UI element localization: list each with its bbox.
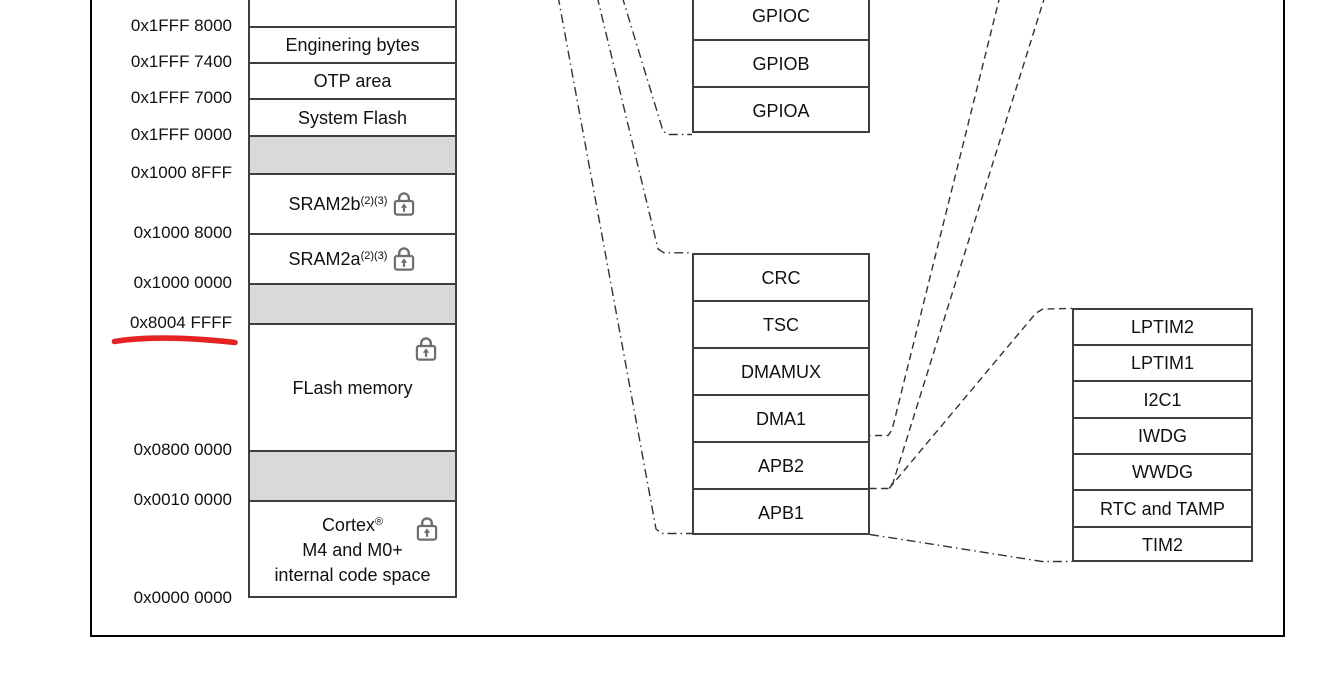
- memory-block-otp-area: OTP area: [250, 62, 455, 98]
- apb1-row-label: LPTIM1: [1130, 353, 1195, 373]
- memory-block-system-flash: System Flash: [250, 98, 455, 135]
- address-label: 0x0800 0000: [133, 440, 232, 459]
- ahb-row: CRC: [694, 255, 868, 300]
- gpio-row: GPIOA: [694, 86, 868, 133]
- apb1-row: LPTIM1: [1074, 344, 1251, 380]
- apb1-row-label: TIM2: [1141, 535, 1183, 555]
- apb1-row: TIM2: [1074, 526, 1251, 562]
- ahb-stack: CRC TSC DMAMUX DMA1 APB2 APB1: [692, 253, 870, 535]
- memory-block-label: OTP area: [313, 71, 392, 91]
- gpio-row: GPIOC: [694, 0, 868, 39]
- secure-lock-icon: [416, 517, 438, 541]
- memory-block-cortex-code-space: Cortex® M4 and M0+ internal code space: [250, 500, 455, 598]
- memory-block-flash-memory: FLash memory: [250, 323, 455, 450]
- apb1-row: RTC and TAMP: [1074, 489, 1251, 526]
- footnote-superscript: (2)(3): [360, 250, 388, 262]
- gpio-stack: GPIOC GPIOB GPIOA: [692, 0, 870, 133]
- apb1-peripheral-stack: LPTIM2 LPTIM1 I2C1 IWDG WWDG RTC and TAM…: [1072, 308, 1253, 562]
- address-label: 0x1000 0000: [133, 273, 232, 292]
- memory-block-reserved-2: [250, 283, 455, 323]
- gpio-row-label: GPIOA: [752, 100, 810, 121]
- registered-mark: ®: [374, 515, 384, 528]
- apb1-row-label: WWDG: [1132, 462, 1193, 482]
- ahb-row-label: APB1: [757, 502, 805, 523]
- memory-block-label: Enginering bytes: [285, 35, 420, 55]
- ahb-row-label: APB2: [757, 455, 805, 476]
- memory-block-label: SRAM2a(2)(3): [288, 249, 388, 269]
- address-label: 0x1000 8000: [133, 223, 232, 242]
- footnote-superscript: (2)(3): [360, 195, 388, 207]
- apb1-row: WWDG: [1074, 453, 1251, 489]
- address-label: 0x1000 8FFF: [130, 163, 232, 182]
- apb1-row-label: I2C1: [1143, 389, 1182, 410]
- ahb-row: DMA1: [694, 394, 868, 441]
- memory-block-label: internal code space: [274, 564, 431, 585]
- apb1-row: IWDG: [1074, 417, 1251, 453]
- memory-block-sram2b: SRAM2b(2)(3): [250, 173, 455, 233]
- address-label: 0x1FFF 7000: [130, 88, 232, 107]
- memory-block-reserved-3: [250, 450, 455, 500]
- ahb-row-label: DMA1: [755, 408, 806, 429]
- address-label: 0x0000 0000: [133, 588, 232, 607]
- memory-block-label: Cortex®: [321, 514, 384, 535]
- ahb-row-label: TSC: [763, 314, 799, 335]
- apb1-row-label: LPTIM2: [1130, 317, 1195, 337]
- gpio-row: GPIOB: [694, 39, 868, 86]
- figure-frame: [90, 0, 1285, 637]
- apb1-row: LPTIM2: [1074, 310, 1251, 344]
- memory-block-label: SRAM2b(2)(3): [288, 194, 388, 214]
- secure-lock-icon: [394, 246, 415, 271]
- memory-block-reserved-1: [250, 135, 455, 173]
- address-label: 0x1FFF 8000: [130, 16, 232, 35]
- memory-block-top-cropped: [250, 0, 455, 26]
- address-label: 0x1FFF 7400: [130, 52, 232, 71]
- memory-block-engineering-bytes: Enginering bytes: [250, 26, 455, 62]
- address-label: 0x1FFF 0000: [130, 125, 232, 144]
- ahb-row-label: CRC: [761, 267, 801, 288]
- ahb-row: APB1: [694, 488, 868, 535]
- apb1-row-label: IWDG: [1138, 426, 1187, 446]
- address-label-highlighted: 0x8004 FFFF: [129, 313, 232, 332]
- gpio-row-label: GPIOB: [752, 53, 810, 74]
- memory-block-sram2a: SRAM2a(2)(3): [250, 233, 455, 283]
- memory-block-label: System Flash: [297, 107, 408, 128]
- memory-map-column: Enginering bytes OTP area System Flash S…: [248, 0, 457, 598]
- memory-block-label: M4 and M0+: [302, 539, 403, 560]
- apb1-row-label: RTC and TAMP: [1099, 498, 1226, 519]
- gpio-row-label: GPIOC: [751, 5, 810, 26]
- ahb-row: APB2: [694, 441, 868, 488]
- ahb-row-label: DMAMUX: [741, 361, 821, 382]
- memory-block-label: FLash memory: [292, 377, 413, 398]
- ahb-row: TSC: [694, 300, 868, 347]
- ahb-row: DMAMUX: [694, 347, 868, 394]
- address-label: 0x0010 0000: [133, 490, 232, 509]
- apb1-row: I2C1: [1074, 380, 1251, 417]
- secure-lock-icon: [394, 191, 415, 216]
- secure-lock-icon: [415, 337, 437, 361]
